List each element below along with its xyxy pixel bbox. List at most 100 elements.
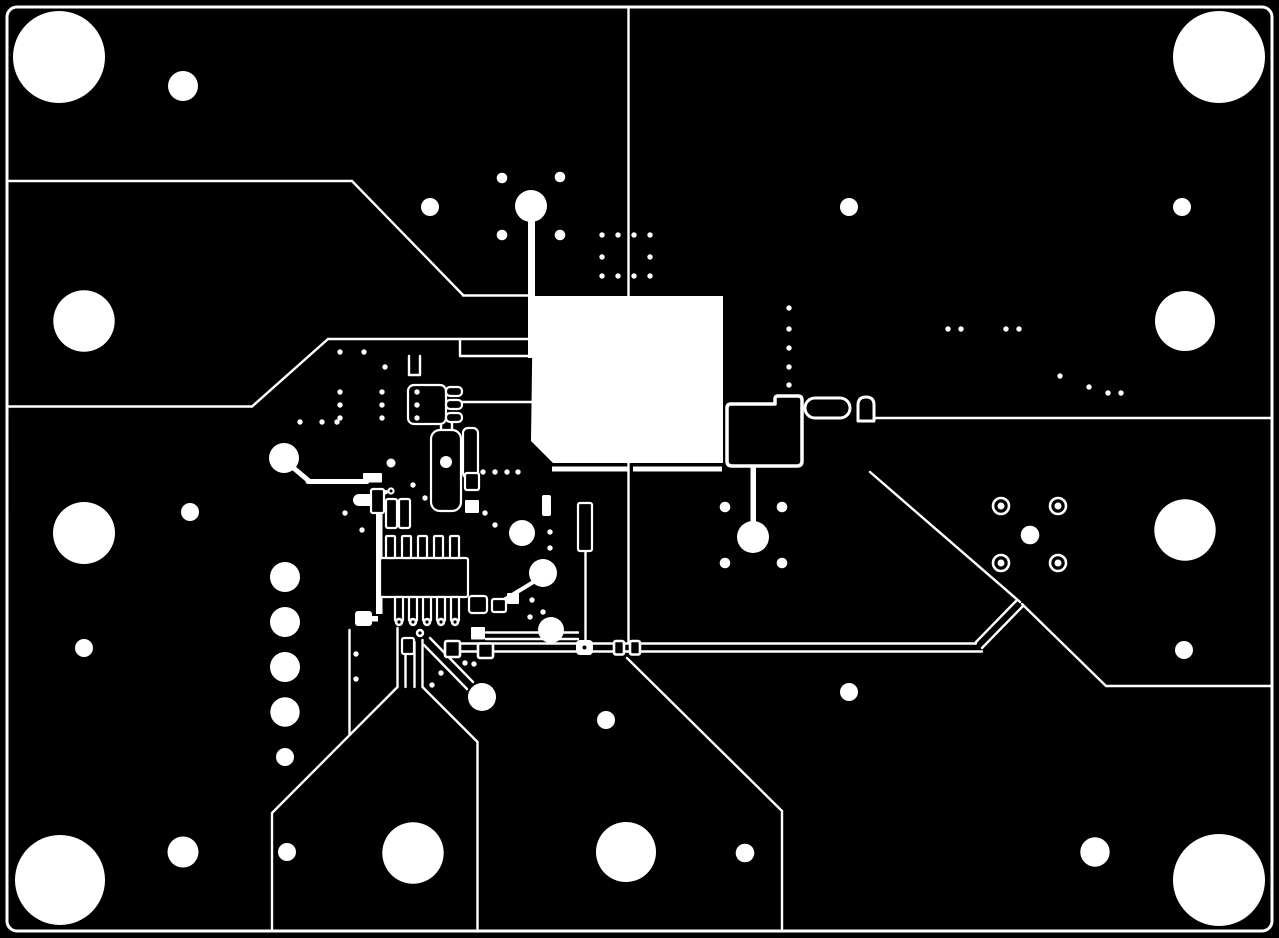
clearance-dot [786, 305, 792, 311]
via-center-dot [1054, 502, 1062, 510]
clearance-dot [1118, 390, 1124, 396]
copper-pad [750, 466, 756, 523]
clearance-dot [480, 469, 486, 475]
component-pad-outline [400, 636, 416, 656]
clearance-dot [1086, 384, 1092, 390]
clearance-dot [379, 402, 385, 408]
drill-hole-pad [554, 229, 566, 241]
component-pad-outline [463, 471, 481, 492]
clearance-dot [547, 545, 553, 551]
clearance-dot [482, 510, 488, 516]
copper-pad [376, 500, 383, 614]
copper-pad [633, 466, 722, 472]
pin-drill-hole [411, 620, 415, 624]
clearance-dot [786, 364, 792, 370]
drill-hole-pad [421, 198, 439, 216]
drill-hole-pad [1154, 499, 1216, 561]
drill-hole-pad [515, 190, 547, 222]
clearance-dot [786, 345, 792, 351]
clearance-dot [410, 482, 416, 488]
clearance-dot [599, 254, 605, 260]
clearance-dot [471, 661, 477, 667]
clearance-dot [529, 597, 535, 603]
drill-hole-pad [382, 822, 444, 884]
tombstone-pad-outline [856, 395, 876, 423]
drill-hole-pad [538, 617, 564, 643]
pin-drill-hole [418, 631, 422, 635]
clearance-dot [361, 349, 367, 355]
board-outline-border [5, 5, 1274, 933]
drill-hole-pad [270, 562, 300, 592]
clearance-dot [337, 402, 343, 408]
drill-hole-pad [1173, 834, 1265, 926]
pin-drill-hole [397, 620, 401, 624]
clearance-dot [337, 349, 343, 355]
component-pad-outline [467, 594, 489, 615]
component-pad-outline [369, 487, 386, 515]
clearance-dot [631, 273, 637, 279]
drill-hole-pad [776, 557, 788, 569]
clearance-dot [958, 326, 964, 332]
drill-hole-pad [1020, 525, 1040, 545]
component-pad-outline [384, 534, 397, 560]
clearance-dot [319, 419, 325, 425]
component-pad-outline [612, 639, 626, 656]
drill-hole-pad [735, 843, 755, 863]
clearance-dot [422, 495, 428, 501]
clearance-dot [599, 232, 605, 238]
clearance-dot [1105, 390, 1111, 396]
component-pad-outline [432, 534, 445, 560]
clearance-line [625, 656, 784, 813]
drill-hole-pad [15, 835, 105, 925]
clearance-line [868, 470, 1022, 604]
component-pad-outline [576, 501, 594, 553]
clearance-dot [297, 419, 303, 425]
clearance-dot [527, 614, 533, 620]
drill-hole-pad [737, 521, 769, 553]
drill-hole-pad [386, 458, 396, 468]
clearance-line [980, 604, 1025, 650]
via-annular-ring [991, 553, 1011, 573]
clearance-dot [438, 670, 444, 676]
clearance-dot [1057, 373, 1063, 379]
via-annular-ring [991, 496, 1011, 516]
drill-hole-pad [1173, 198, 1191, 216]
drill-hole-pad [13, 11, 105, 103]
clearance-dot [786, 326, 792, 332]
drill-hole-pad [276, 748, 294, 766]
copper-pad [355, 611, 372, 626]
clearance-dot [647, 232, 653, 238]
drill-hole-pad [1173, 11, 1265, 103]
pin-drill-hole [425, 620, 429, 624]
copper-pad [465, 500, 479, 513]
clearance-dot [342, 510, 348, 516]
clearance-dot [492, 522, 498, 528]
clearance-dot [353, 676, 359, 682]
clearance-dot [615, 232, 621, 238]
clearance-dot [540, 609, 546, 615]
drill-hole-pad [776, 501, 788, 513]
clearance-line [1020, 602, 1108, 688]
clearance-dot [414, 402, 420, 408]
component-pad-outline [444, 385, 464, 398]
drill-hole-pad [468, 683, 496, 711]
clearance-line [421, 685, 479, 744]
drill-hole-pad [53, 290, 115, 352]
component-pad-outline [429, 428, 463, 513]
clearance-dot [631, 232, 637, 238]
clearance-dot [414, 415, 420, 421]
drill-hole-pad [270, 607, 300, 637]
clearance-line [428, 636, 475, 684]
drill-hole-pad [597, 711, 615, 729]
clearance-line [270, 685, 399, 815]
drill-hole-pad [719, 557, 731, 569]
clearance-dot [599, 273, 605, 279]
drill-hole-pad [719, 501, 731, 513]
clearance-dot [504, 469, 510, 475]
component-pad-outline [449, 595, 461, 623]
component-pad-outline [406, 383, 448, 426]
drill-hole-pad [53, 502, 115, 564]
component-pad-outline [421, 595, 433, 623]
component-pad-outline [435, 595, 447, 623]
drill-hole-pad [496, 172, 508, 184]
